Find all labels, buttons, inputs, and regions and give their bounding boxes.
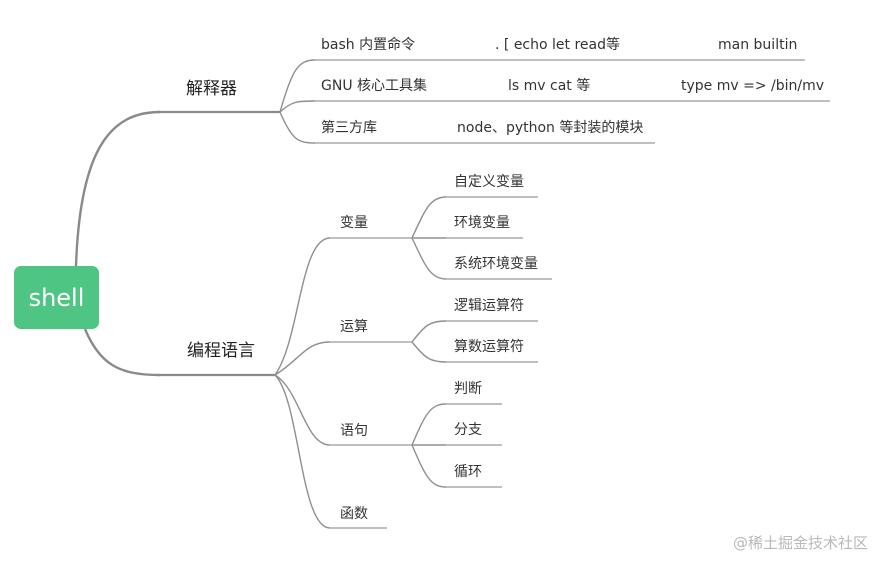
edge-prog-variable bbox=[274, 237, 331, 376]
node-loop[interactable]: 循环 bbox=[454, 464, 482, 480]
edge-prog-operation bbox=[274, 341, 331, 376]
watermark: @稀土掘金技术社区 bbox=[732, 534, 868, 552]
node-judge[interactable]: 判断 bbox=[454, 381, 482, 397]
node-third-party-libs[interactable]: 第三方库 bbox=[321, 120, 377, 136]
node-custom-variable[interactable]: 自定义变量 bbox=[454, 174, 524, 190]
node-branch[interactable]: 分支 bbox=[454, 422, 482, 438]
edge-interpreter-bash bbox=[279, 59, 316, 113]
node-system-env-variable[interactable]: 系统环境变量 bbox=[454, 256, 538, 272]
edge-root-interpreter bbox=[74, 110, 161, 267]
node-arith-operator[interactable]: 算数运算符 bbox=[454, 339, 524, 355]
node-operation[interactable]: 运算 bbox=[340, 319, 368, 335]
root-label: shell bbox=[28, 283, 85, 312]
branch-interpreter[interactable]: 解释器 bbox=[186, 79, 237, 99]
edge-prog-function bbox=[274, 374, 331, 529]
edge-root-programming bbox=[83, 328, 161, 377]
edge-interpreter-thirdparty bbox=[279, 111, 316, 144]
node-env-variable[interactable]: 环境变量 bbox=[454, 215, 510, 231]
edge-operation-logic bbox=[411, 320, 447, 343]
node-function[interactable]: 函数 bbox=[340, 506, 368, 522]
edge-interpreter-gnu bbox=[279, 100, 316, 113]
node-gnu-coreutils-detail: ls mv cat 等 bbox=[508, 78, 591, 94]
edge-variable-sysenv bbox=[411, 237, 447, 280]
edge-statement-loop bbox=[411, 444, 447, 488]
edge-prog-statement bbox=[274, 374, 331, 446]
edge-operation-arith bbox=[411, 341, 447, 363]
node-bash-builtin-note: man builtin bbox=[718, 37, 798, 53]
node-logic-operator[interactable]: 逻辑运算符 bbox=[454, 298, 524, 314]
node-gnu-coreutils-note: type mv => /bin/mv bbox=[681, 78, 825, 94]
edge-variable-custom bbox=[411, 196, 447, 239]
root-node-shell[interactable]: shell bbox=[14, 266, 99, 329]
node-third-party-libs-detail: node、python 等封装的模块 bbox=[457, 120, 644, 136]
node-statement[interactable]: 语句 bbox=[340, 423, 368, 439]
node-gnu-coreutils[interactable]: GNU 核心工具集 bbox=[321, 78, 428, 94]
branch-programming-language[interactable]: 编程语言 bbox=[187, 341, 255, 361]
node-variable[interactable]: 变量 bbox=[340, 215, 368, 231]
edge-statement-judge bbox=[411, 403, 447, 446]
node-bash-builtin-detail: . [ echo let read等 bbox=[495, 37, 620, 53]
node-bash-builtin[interactable]: bash 内置命令 bbox=[321, 37, 416, 53]
